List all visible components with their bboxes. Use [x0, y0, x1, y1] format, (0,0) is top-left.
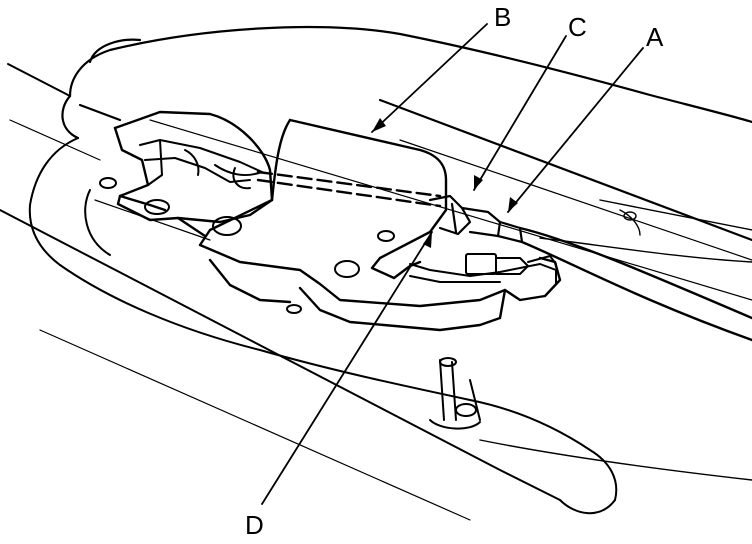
- callout-label-b: B: [494, 2, 512, 32]
- latch-hook: [139, 139, 263, 215]
- cable-dashed: [256, 170, 442, 208]
- body-panel-lines: [0, 63, 752, 521]
- callout-leaders: [261, 23, 644, 505]
- callout-label-a: A: [646, 22, 664, 52]
- callout-label-d: D: [245, 510, 264, 540]
- leader-d: [261, 231, 433, 505]
- arrowhead-b: [372, 118, 386, 132]
- leader-c: [473, 35, 567, 191]
- latch-plate: [176, 118, 448, 280]
- cable-clip: [409, 253, 557, 285]
- arrowhead-c: [474, 175, 483, 190]
- callout-arrowheads: [372, 118, 518, 248]
- latch-base-bracket: [113, 110, 562, 332]
- bracket-holes: [99, 177, 395, 314]
- arrowhead-d: [423, 232, 432, 248]
- callout-label-c: C: [568, 12, 587, 42]
- arrowhead-a: [508, 197, 518, 212]
- inner-body-contour: [28, 137, 618, 515]
- leader-a: [507, 47, 644, 213]
- support-post: [429, 357, 481, 430]
- leader-b: [371, 23, 488, 133]
- upper-cover: [61, 25, 752, 261]
- lower-body-lines: [479, 199, 752, 481]
- cable-end-fitting: [428, 194, 524, 244]
- outer-cable: [518, 226, 752, 342]
